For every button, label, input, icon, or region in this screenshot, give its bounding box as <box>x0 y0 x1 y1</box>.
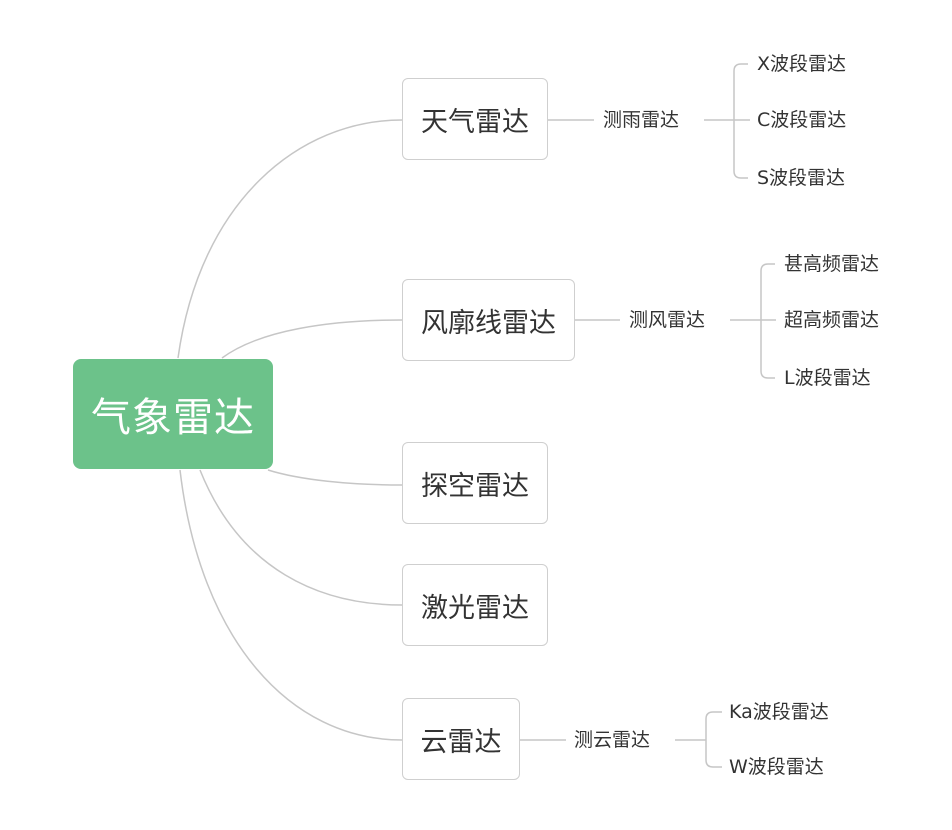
band-label: X波段雷达 <box>757 53 847 75</box>
method-label-cloud: 测云雷达 <box>574 729 651 751</box>
method-label-rain: 测雨雷达 <box>603 109 680 131</box>
band-label: Ka波段雷达 <box>729 701 829 723</box>
band-label: 甚高频雷达 <box>784 253 880 275</box>
band-label: C波段雷达 <box>757 109 847 131</box>
band-label: W波段雷达 <box>729 756 824 778</box>
branch-node-wind-profiler-radar[interactable]: 风廓线雷达 <box>402 279 575 361</box>
root-node[interactable]: 气象雷达 <box>73 359 273 469</box>
connector-root-sounding <box>267 469 403 486</box>
branch-node-weather-radar[interactable]: 天气雷达 <box>402 78 548 160</box>
band-label: S波段雷达 <box>757 167 846 189</box>
connector-root-weather <box>177 119 403 359</box>
branch-node-lidar[interactable]: 激光雷达 <box>402 564 548 646</box>
connector-root-lidar <box>199 469 403 606</box>
connector-root-cloud <box>179 469 403 741</box>
connector-root-wind-profiler <box>221 319 403 359</box>
method-label-wind: 测风雷达 <box>629 309 706 331</box>
band-label: L波段雷达 <box>784 367 871 389</box>
branch-node-sounding-radar[interactable]: 探空雷达 <box>402 442 548 524</box>
band-label: 超高频雷达 <box>784 309 880 331</box>
branch-node-cloud-radar[interactable]: 云雷达 <box>402 698 520 780</box>
